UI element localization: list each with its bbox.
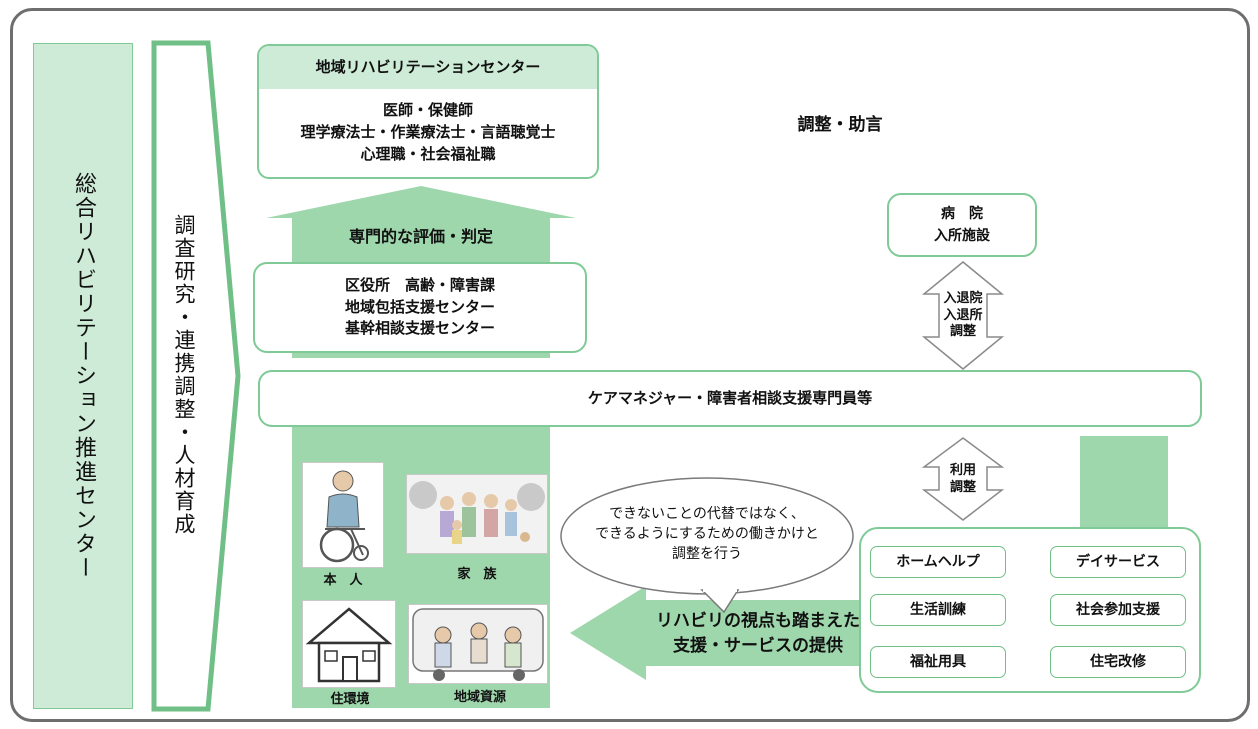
care-manager-bar: ケアマネジャー・障害者相談支援専門員等 bbox=[258, 370, 1202, 427]
chevron-panel bbox=[151, 40, 241, 712]
bubble-line: 調整を行う bbox=[672, 546, 742, 563]
admission-line: 入退院 bbox=[943, 290, 983, 306]
admission-arrow-shape bbox=[921, 261, 1005, 370]
center-name-label: 総合リハビリテーション推進センター bbox=[71, 172, 96, 580]
activities-label: 調査研究・連携調整・人材育成 bbox=[172, 214, 196, 536]
hospital-box: 病 院 入所施設 bbox=[887, 193, 1037, 257]
ward-line: 区役所 高齢・障害課 bbox=[344, 275, 495, 294]
service-item: デイサービス bbox=[1050, 546, 1186, 578]
community-label: 地域資源 bbox=[453, 689, 506, 705]
person-picture bbox=[302, 462, 384, 568]
wheelchair-person-icon bbox=[319, 470, 369, 563]
admission-line: 調整 bbox=[949, 324, 976, 340]
support-line: 支援・サービスの提供 bbox=[673, 636, 843, 656]
usage-line: 調整 bbox=[949, 480, 976, 495]
staff-line: 医師・保健師 bbox=[382, 101, 473, 120]
service-item: 住宅改修 bbox=[1050, 646, 1186, 678]
admission-line: 入退所 bbox=[943, 307, 983, 323]
family-label: 家 族 bbox=[457, 566, 497, 582]
ward-line: 基幹相談支援センター bbox=[344, 319, 495, 338]
usage-line: 利用 bbox=[949, 463, 976, 479]
community-picture bbox=[408, 604, 548, 684]
admission-arrow-label: 入退院 入退所 調整 bbox=[930, 290, 996, 342]
speech-bubble-text: できないことの代替ではなく、 できるようにするための働きかけと 調整を行う bbox=[570, 492, 844, 576]
evaluation-arrow-label: 専門的な評価・判定 bbox=[348, 227, 493, 247]
hospital-line: 病 院 bbox=[941, 205, 983, 222]
service-item: 社会参加支援 bbox=[1050, 594, 1186, 626]
ward-office-box: 区役所 高齢・障害課 地域包括支援センター 基幹相談支援センター bbox=[253, 262, 587, 353]
support-line: リハビリの視点も踏まえた bbox=[656, 610, 860, 631]
center-name-column: 総合リハビリテーション推進センター bbox=[33, 43, 133, 709]
service-item: 生活訓練 bbox=[870, 594, 1006, 626]
rehab-center-title: 地域リハビリテーションセンター bbox=[259, 46, 597, 89]
family-picture bbox=[406, 474, 548, 554]
housing-label: 住環境 bbox=[330, 691, 370, 707]
support-arrow bbox=[570, 586, 870, 680]
service-item: 福祉用具 bbox=[870, 646, 1006, 678]
service-green-strip bbox=[1080, 436, 1168, 534]
ward-line: 地域包括支援センター bbox=[344, 297, 495, 316]
family-icon bbox=[407, 475, 547, 553]
staff-line: 理学療法士・作業療法士・言語聴覚士 bbox=[300, 123, 556, 142]
bubble-line: できるようにするための働きかけと bbox=[595, 525, 819, 542]
person-label: 本 人 bbox=[323, 572, 363, 588]
usage-arrow-shape bbox=[921, 437, 1005, 521]
bubble-line: できないことの代替ではなく、 bbox=[609, 505, 805, 522]
rehab-center-box: 地域リハビリテーションセンター 医師・保健師 理学療法士・作業療法士・言語聴覚士… bbox=[257, 44, 599, 179]
hospital-line: 入所施設 bbox=[934, 228, 990, 244]
community-icon bbox=[412, 608, 544, 681]
housing-picture bbox=[302, 600, 396, 688]
staff-line: 心理職・社会福祉職 bbox=[360, 144, 496, 163]
service-item: ホームヘルプ bbox=[870, 546, 1006, 578]
coordination-arrow-label: 調整・助言 bbox=[797, 114, 883, 135]
support-arrow-label: リハビリの視点も踏まえた 支援・サービスの提供 bbox=[646, 606, 870, 662]
activities-column: 調査研究・連携調整・人材育成 bbox=[160, 160, 208, 590]
rehab-center-staff: 医師・保健師 理学療法士・作業療法士・言語聴覚士 心理職・社会福祉職 bbox=[259, 89, 597, 177]
usage-arrow-label: 利用 調整 bbox=[930, 462, 996, 498]
house-icon bbox=[305, 607, 393, 683]
